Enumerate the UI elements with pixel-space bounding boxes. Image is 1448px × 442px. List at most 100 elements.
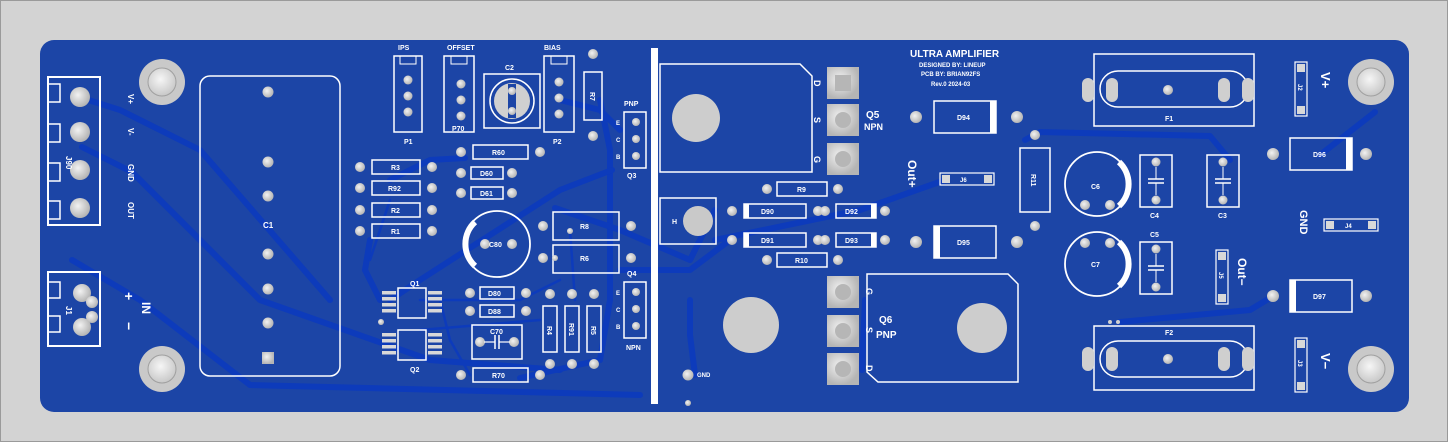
mounting-hole-br xyxy=(1348,346,1394,392)
q4-pin-e: E xyxy=(616,291,620,297)
q4-pin-b: B xyxy=(616,325,621,331)
j90-ref: J90 xyxy=(64,156,73,170)
p2-label: P2 xyxy=(553,139,562,146)
j6-ref: J6 xyxy=(960,178,967,184)
capacitor-c5: C5 xyxy=(1139,232,1173,295)
bias-label: BIAS xyxy=(544,45,561,52)
capacitor-c3: C3 xyxy=(1206,154,1240,220)
r91-ref: R91 xyxy=(567,323,574,336)
capacitor-c80: C80 xyxy=(462,210,531,278)
r4-ref: R4 xyxy=(545,326,552,335)
diode-d90: D90 xyxy=(727,203,823,219)
capacitor-c4: C4 xyxy=(1139,154,1173,220)
f2-ref: F2 xyxy=(1165,330,1173,337)
q5-pin-d: D xyxy=(812,80,822,87)
title-line1: ULTRA AMPLIFIER xyxy=(910,49,1000,60)
j90-pin-vplus: V+ xyxy=(126,94,135,104)
out-minus-terminal: J5 Out− xyxy=(1215,249,1249,305)
r92-ref: R92 xyxy=(388,186,401,193)
j5-ref: J5 xyxy=(1217,272,1223,279)
q5-pin-s: S xyxy=(812,117,822,123)
d93-ref: D93 xyxy=(845,238,858,245)
diode-d80: D80 xyxy=(465,286,531,300)
d96-ref: D96 xyxy=(1313,152,1326,159)
diode-d92: D92 xyxy=(820,203,890,219)
vminus-label: V− xyxy=(1318,353,1333,370)
q3-pin-c: C xyxy=(616,138,621,144)
r11-ref: R11 xyxy=(1029,174,1036,187)
r5-ref: R5 xyxy=(589,326,596,335)
j1-in-label: IN xyxy=(139,302,153,314)
q6-ref: Q6 xyxy=(879,315,893,326)
capacitor-c7: C7 xyxy=(1064,231,1132,297)
resistor-r92: R92 xyxy=(355,180,437,196)
ips-label: IPS xyxy=(398,45,410,52)
c1-ref: C1 xyxy=(263,221,274,230)
j90-pin-gnd: GND xyxy=(126,164,135,182)
resistor-r11: R11 xyxy=(1019,130,1051,231)
capacitor-c2: C2 xyxy=(483,65,541,129)
mounting-hole-bl xyxy=(139,346,185,392)
transistor-h: H xyxy=(659,197,717,245)
c70-ref: C70 xyxy=(490,329,503,336)
transistor-q3: PNP E C B Q3 xyxy=(616,101,647,180)
c3-ref: C3 xyxy=(1218,213,1227,220)
resistor-r4: R4 xyxy=(542,289,558,369)
capacitor-c1: C1 xyxy=(199,75,341,377)
c80-ref: C80 xyxy=(489,242,502,249)
out-plus-terminal: Out+ J6 xyxy=(905,160,995,188)
d91-ref: D91 xyxy=(761,238,774,245)
board-outline xyxy=(40,40,1409,412)
d61-ref: D61 xyxy=(480,191,493,198)
c6-ref: C6 xyxy=(1091,184,1100,191)
d97-ref: D97 xyxy=(1313,294,1326,301)
vplus-label: V+ xyxy=(1318,72,1333,89)
j4-ref: J4 xyxy=(1345,224,1352,230)
r7-ref: R7 xyxy=(588,92,595,101)
mounting-hole-tl xyxy=(139,59,185,105)
p70-label: P70 xyxy=(452,126,465,133)
d60-ref: D60 xyxy=(480,171,493,178)
title-line4: Rev.0 2024-03 xyxy=(931,82,971,88)
q3-pin-b: B xyxy=(616,155,621,161)
f1-ref: F1 xyxy=(1165,116,1173,123)
transistor-q5: D S G Q5 NPN xyxy=(659,63,883,175)
r2-ref: R2 xyxy=(391,208,400,215)
title-line2: DESIGNED BY: LINEUP xyxy=(919,63,986,69)
capacitor-c70: C70 xyxy=(471,324,523,360)
q5-type: NPN xyxy=(864,122,883,132)
resistor-r5: R5 xyxy=(586,289,602,369)
c7-ref: C7 xyxy=(1091,262,1100,269)
r6-ref: R6 xyxy=(580,256,589,263)
resistor-r7: R7 xyxy=(583,49,603,141)
diode-d96: D96 xyxy=(1267,137,1372,171)
title-line3: PCB BY: BRIAN92FS xyxy=(921,72,980,78)
header-ips: IPS P1 xyxy=(393,45,423,146)
c4-ref: C4 xyxy=(1150,213,1159,220)
j2-ref: J2 xyxy=(1296,84,1302,91)
fuse-f1: F1 xyxy=(1082,53,1255,127)
q2-ref: Q2 xyxy=(410,367,419,374)
r60-ref: R60 xyxy=(492,150,505,157)
transistor-q1: Q1 xyxy=(382,281,442,319)
title-block: ULTRA AMPLIFIER DESIGNED BY: LINEUP PCB … xyxy=(910,49,1000,88)
gnd-terminal: GND J4 xyxy=(1297,210,1379,235)
j1-plus: + xyxy=(121,292,137,300)
q5-pin-g: G xyxy=(812,156,822,163)
fuse-f2: F2 xyxy=(1082,320,1255,391)
r10-ref: R10 xyxy=(795,258,808,265)
transistor-q6: G S D Q6 PNP xyxy=(827,273,1019,385)
diode-d61: D61 xyxy=(456,186,517,200)
transistor-q2: Q2 xyxy=(382,329,442,374)
diode-d97: D97 xyxy=(1267,279,1372,313)
diode-d88: D88 xyxy=(465,304,531,318)
connector-j1: J1 + − IN xyxy=(47,271,153,347)
q6-pin-g: G xyxy=(864,288,874,295)
resistor-r60: R60 xyxy=(456,144,545,160)
h-ref: H xyxy=(672,219,677,226)
q4-ref: Q4 xyxy=(627,271,636,278)
gnd-label: GND xyxy=(1297,210,1309,235)
resistor-r91: R91 xyxy=(564,289,580,369)
diode-d91: D91 xyxy=(727,232,823,248)
d88-ref: D88 xyxy=(488,309,501,316)
